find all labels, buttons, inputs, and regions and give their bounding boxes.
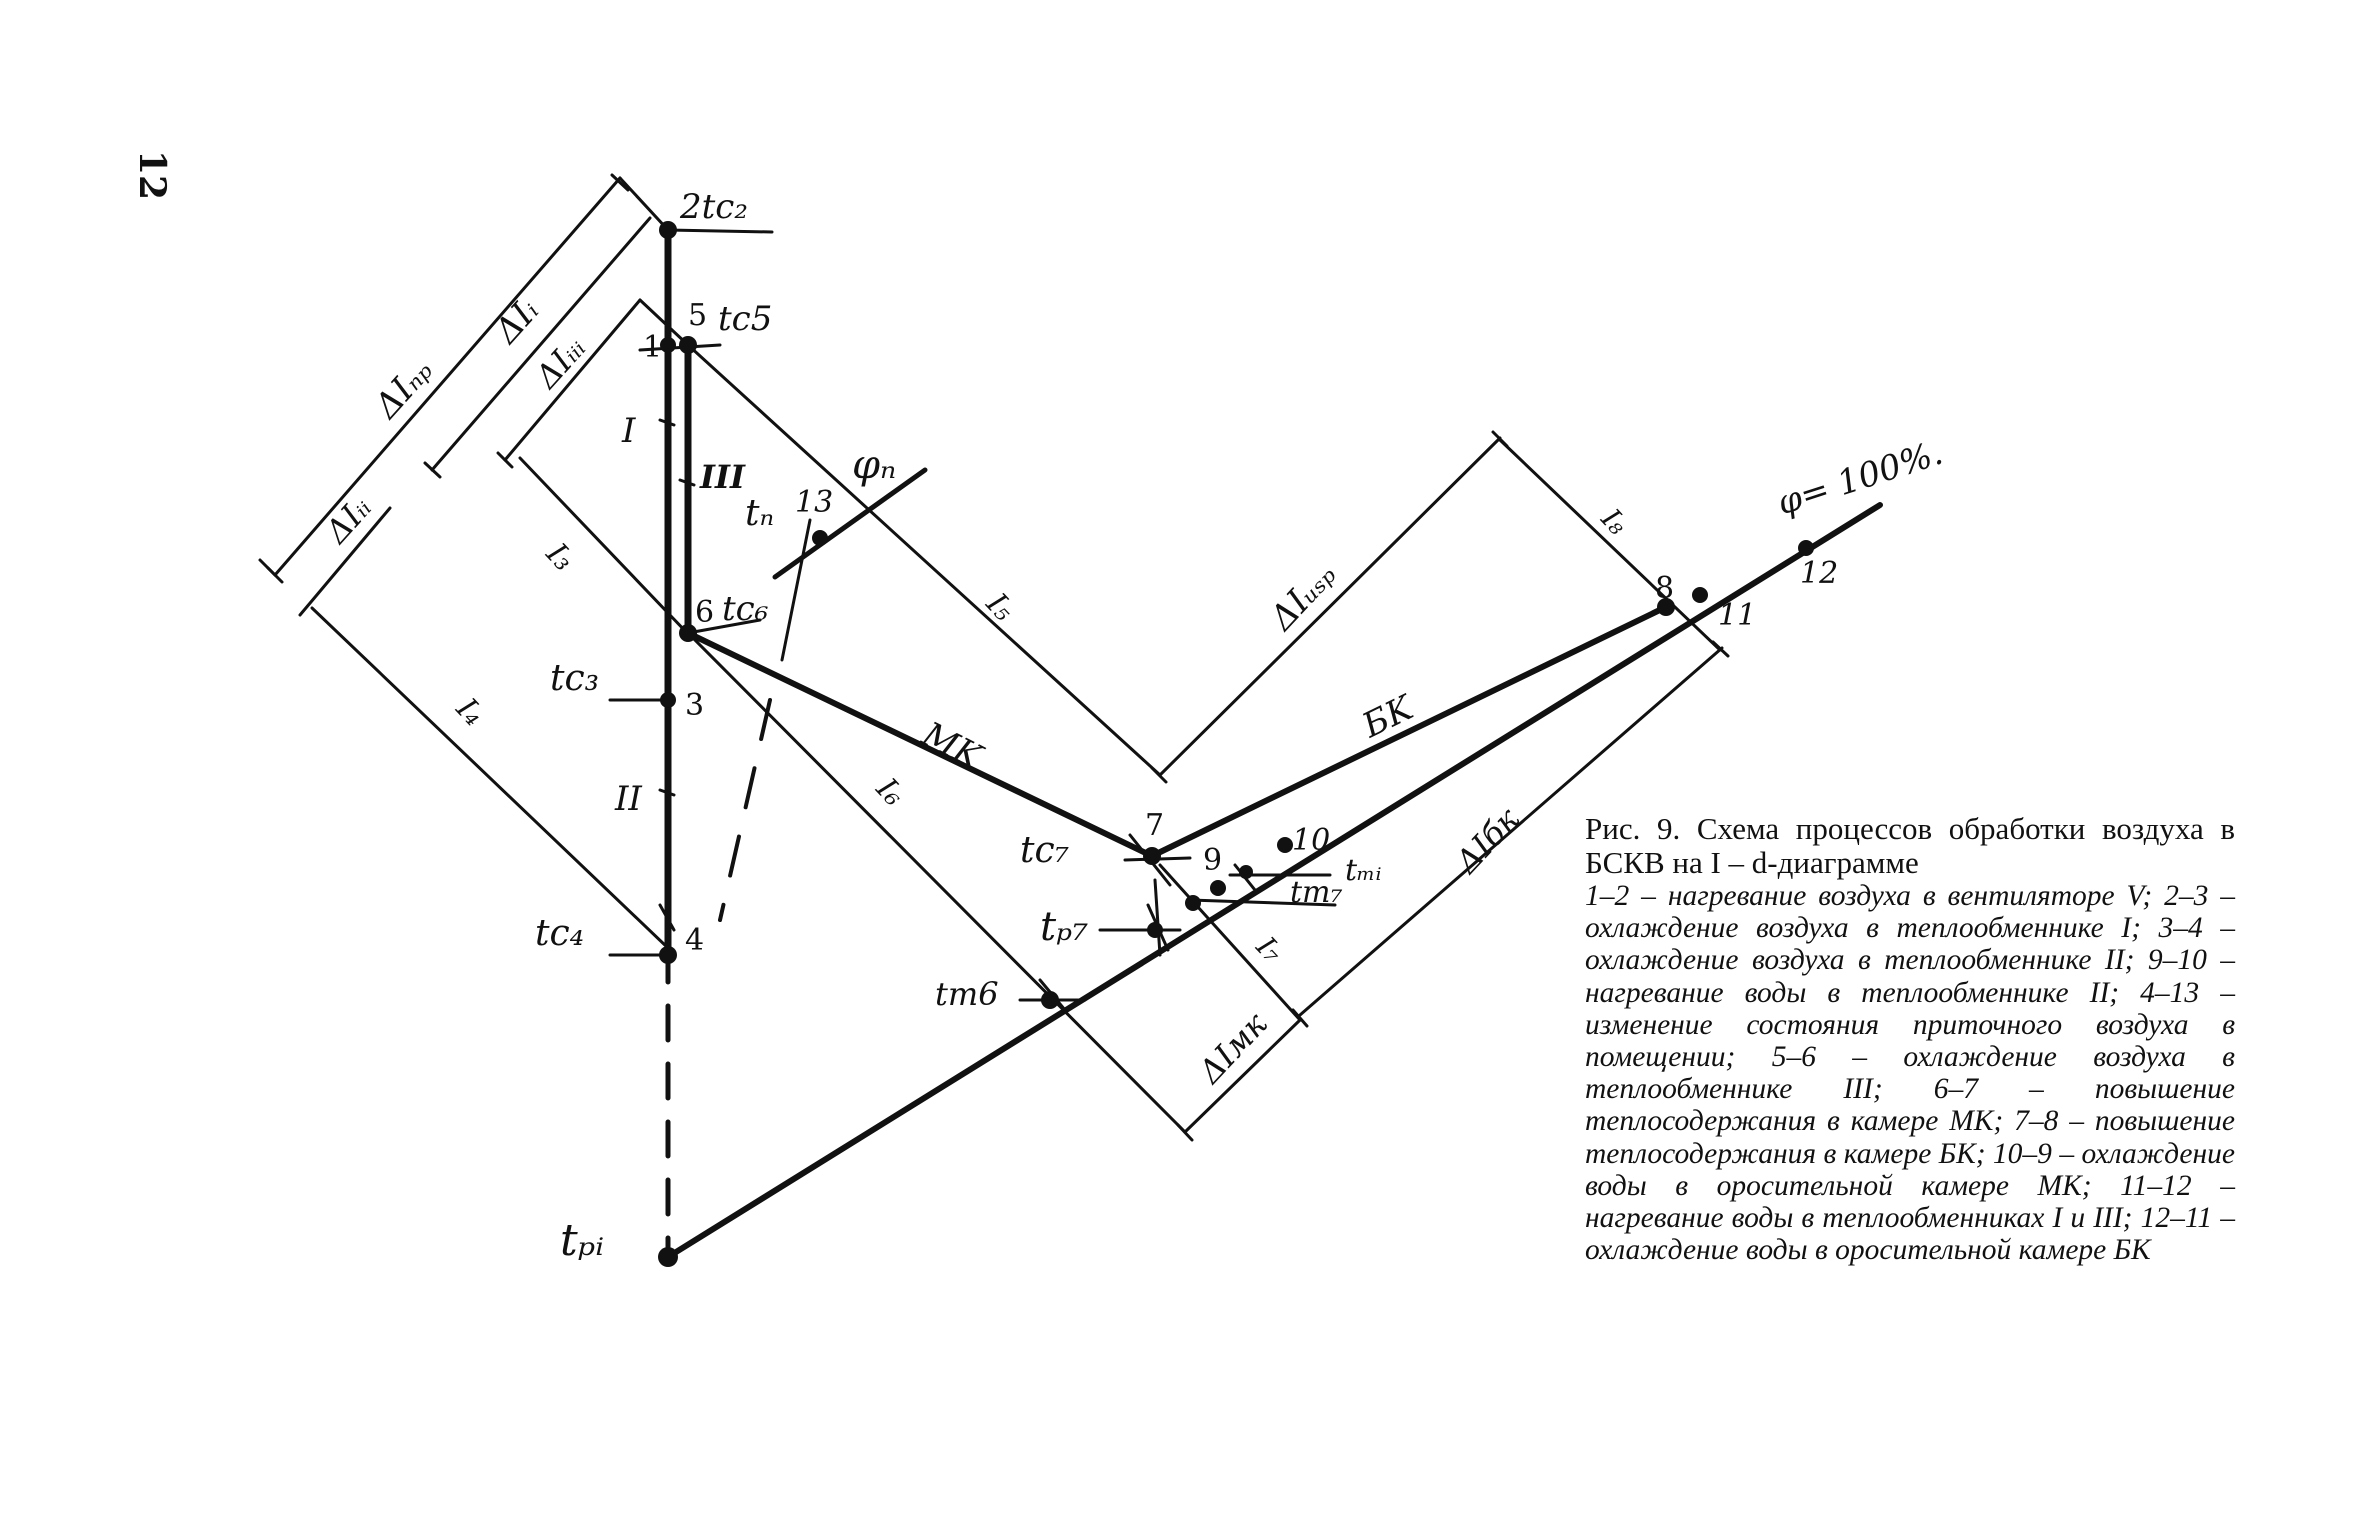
tag-tm6: tm6 bbox=[935, 975, 999, 1013]
tag-2tc2: 2tc₂ bbox=[679, 187, 748, 227]
tag-tm7: tm₇ bbox=[1290, 875, 1343, 910]
tag-tmi: tₘᵢ bbox=[1345, 853, 1382, 888]
caption-title: Рис. 9. Схема процессов обработки воздух… bbox=[1585, 811, 2235, 880]
tag-tc3: tc₃ bbox=[550, 658, 599, 699]
caption-body: 1–2 – нагревание воздуха в вентиляторе V… bbox=[1585, 880, 2235, 1267]
point-label-4: 4 bbox=[685, 923, 704, 958]
point-label-5: 5 bbox=[688, 298, 707, 333]
point-label-1: 1 bbox=[643, 330, 662, 365]
dashed-line-6 bbox=[718, 698, 772, 922]
page-number: 12 bbox=[131, 150, 173, 200]
point-label-6: 6 bbox=[695, 595, 714, 630]
points bbox=[658, 221, 1814, 1267]
tag-tri: tₚᵢ bbox=[560, 1215, 604, 1266]
point-number-labels: 1 5 6 3 4 7 8 9 10 11 12 13 bbox=[643, 298, 1838, 958]
tag-tc7: tc₇ bbox=[1020, 830, 1069, 871]
point-label-3: 3 bbox=[685, 688, 704, 723]
dim-I7: I₇ bbox=[1249, 930, 1289, 970]
line-mk bbox=[685, 630, 1155, 859]
dim-I5: I₅ bbox=[978, 586, 1021, 628]
figure-caption: Рис. 9. Схема процессов обработки воздух… bbox=[1585, 811, 2235, 1267]
dim-I6: I₆ bbox=[868, 771, 911, 813]
point-label-9: 9 bbox=[1203, 843, 1222, 878]
dimension-labels: ΔIₙₚ ΔIᵢ ΔIᵢᵢᵢ ΔIᵢᵢ I₃ I₄ I₅ I₆ I₇ I₈ ΔI… bbox=[316, 291, 1634, 1092]
dim-dI-isp: ΔIᵤₛₚ bbox=[1261, 555, 1344, 640]
stage-I-label: I bbox=[621, 411, 636, 451]
dim-dI-III: ΔIᵢᵢᵢ bbox=[526, 329, 592, 397]
phi-n-line bbox=[772, 467, 928, 580]
dim-dI-pr: ΔIₙₚ bbox=[366, 351, 441, 428]
point-label-11: 11 bbox=[1718, 598, 1756, 633]
tag-tp7: tₚ₇ bbox=[1040, 904, 1088, 950]
dim-I3: I₃ bbox=[538, 536, 581, 578]
dim-dI-bk: ΔIбк bbox=[1447, 799, 1527, 881]
dim-I4: I₄ bbox=[448, 691, 491, 733]
dim-dI-mk: ΔIмк bbox=[1190, 1004, 1275, 1092]
tag-tc4: tc₄ bbox=[535, 913, 584, 954]
tick-13 bbox=[780, 518, 812, 662]
saturation-line bbox=[665, 502, 1883, 1260]
point-label-8: 8 bbox=[1655, 571, 1674, 606]
point-label-10: 10 bbox=[1292, 823, 1330, 858]
tag-tc5: tc5 bbox=[718, 299, 772, 339]
stage-III-label: III bbox=[699, 458, 746, 496]
point-label-7: 7 bbox=[1145, 808, 1164, 843]
stage-II-label: II bbox=[614, 779, 642, 819]
bk-label: БK bbox=[1356, 687, 1422, 747]
phi-100-label: φ= 100%. bbox=[1772, 433, 1947, 524]
tag-tn: tₙ bbox=[745, 493, 774, 534]
point-label-12: 12 bbox=[1800, 556, 1838, 591]
phi-n-label: φₙ bbox=[852, 442, 896, 488]
dim-dI-I: ΔIᵢ bbox=[486, 291, 547, 353]
line-bk bbox=[1149, 604, 1669, 859]
enthalpy-lines bbox=[310, 343, 1722, 1134]
mk-label: MK bbox=[915, 714, 990, 779]
temperature-labels: 2tc₂ tc5 tc₆ tc₃ tc₄ tc₇ tₙ tₚᵢ tₚ₇ tm6 … bbox=[535, 187, 1382, 1266]
tag-tc6: tc₆ bbox=[722, 589, 768, 629]
dim-dI-II: ΔIᵢᵢ bbox=[316, 489, 378, 552]
point-label-13: 13 bbox=[795, 485, 833, 520]
